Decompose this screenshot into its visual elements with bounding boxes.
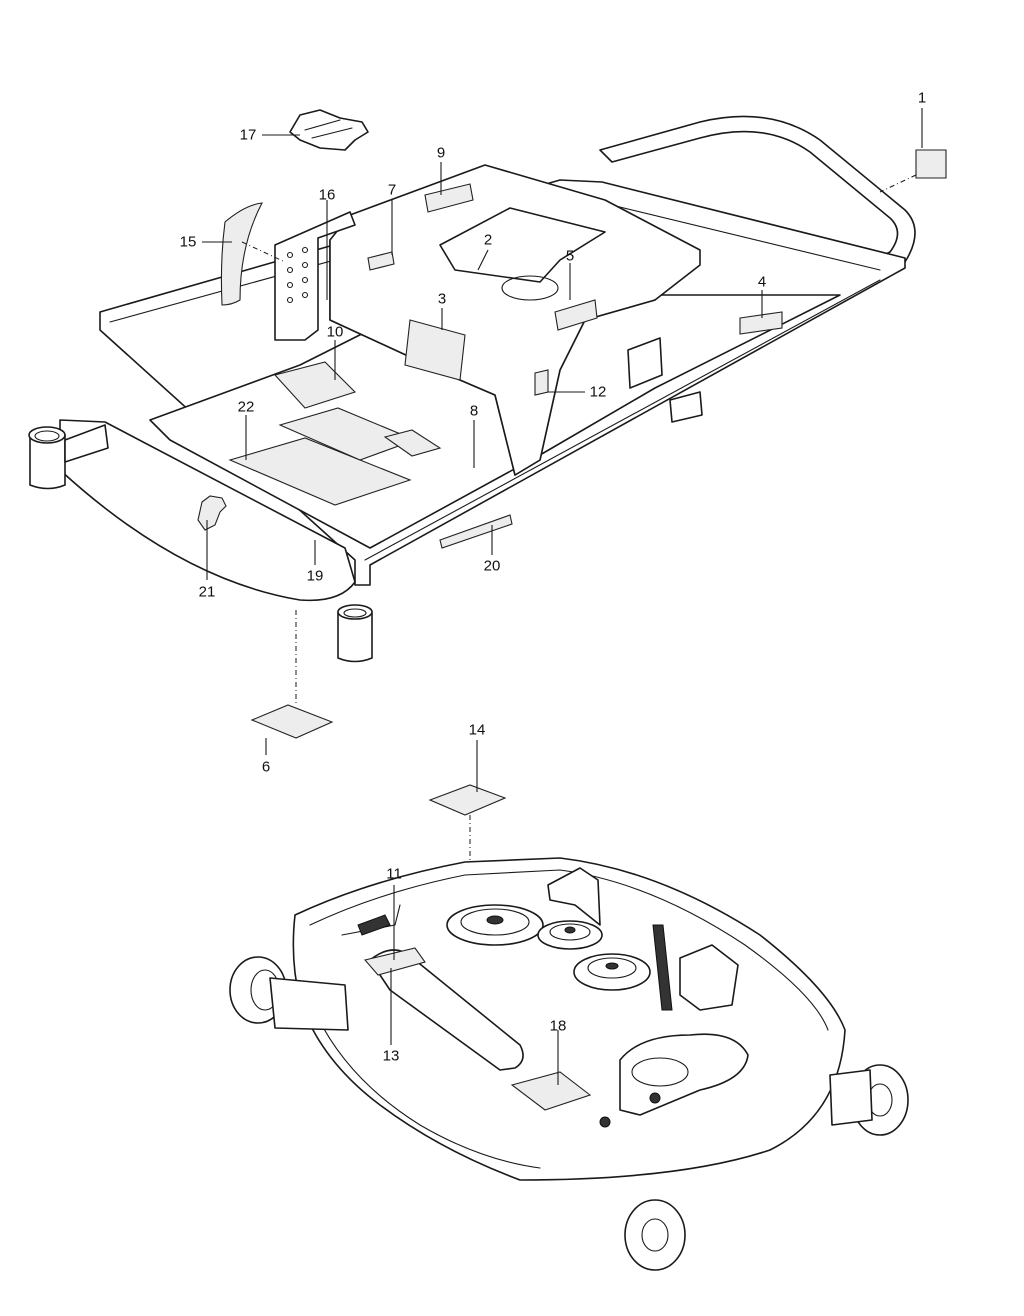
callout-15: 15 xyxy=(179,233,197,251)
callout-14: 14 xyxy=(468,721,486,739)
callout-11: 11 xyxy=(386,865,402,883)
deck-decals xyxy=(363,947,592,1111)
callout-21: 21 xyxy=(198,583,216,601)
callout-17: 17 xyxy=(239,126,257,144)
callout-18: 18 xyxy=(549,1017,567,1035)
callout-8: 8 xyxy=(469,402,479,420)
callout-10: 10 xyxy=(326,323,344,341)
mower-deck xyxy=(229,857,909,1271)
callout-1: 1 xyxy=(917,89,927,107)
callout-7: 7 xyxy=(387,181,397,199)
callout-13: 13 xyxy=(382,1047,400,1065)
callout-5: 5 xyxy=(565,247,575,265)
callout-2: 2 xyxy=(483,231,493,249)
side-plate-holes xyxy=(286,246,309,304)
front-gauge-wheel xyxy=(624,1199,686,1271)
callout-3: 3 xyxy=(437,290,447,308)
callout-22: 22 xyxy=(237,398,255,416)
leader-lines xyxy=(202,108,923,1085)
callout-4: 4 xyxy=(757,273,767,291)
callout-12: 12 xyxy=(589,383,607,401)
callout-19: 19 xyxy=(306,567,324,585)
right-caster-mount xyxy=(337,604,373,663)
callout-9: 9 xyxy=(436,144,446,162)
callout-20: 20 xyxy=(483,557,501,575)
left-gauge-wheel xyxy=(229,956,349,1031)
callout-16: 16 xyxy=(318,186,336,204)
right-gauge-wheel xyxy=(829,1064,909,1136)
loose-decals xyxy=(250,704,507,816)
frame-decals xyxy=(197,109,947,549)
left-caster-mount xyxy=(28,424,109,490)
callout-6: 6 xyxy=(261,758,271,776)
pulleys xyxy=(446,904,651,991)
